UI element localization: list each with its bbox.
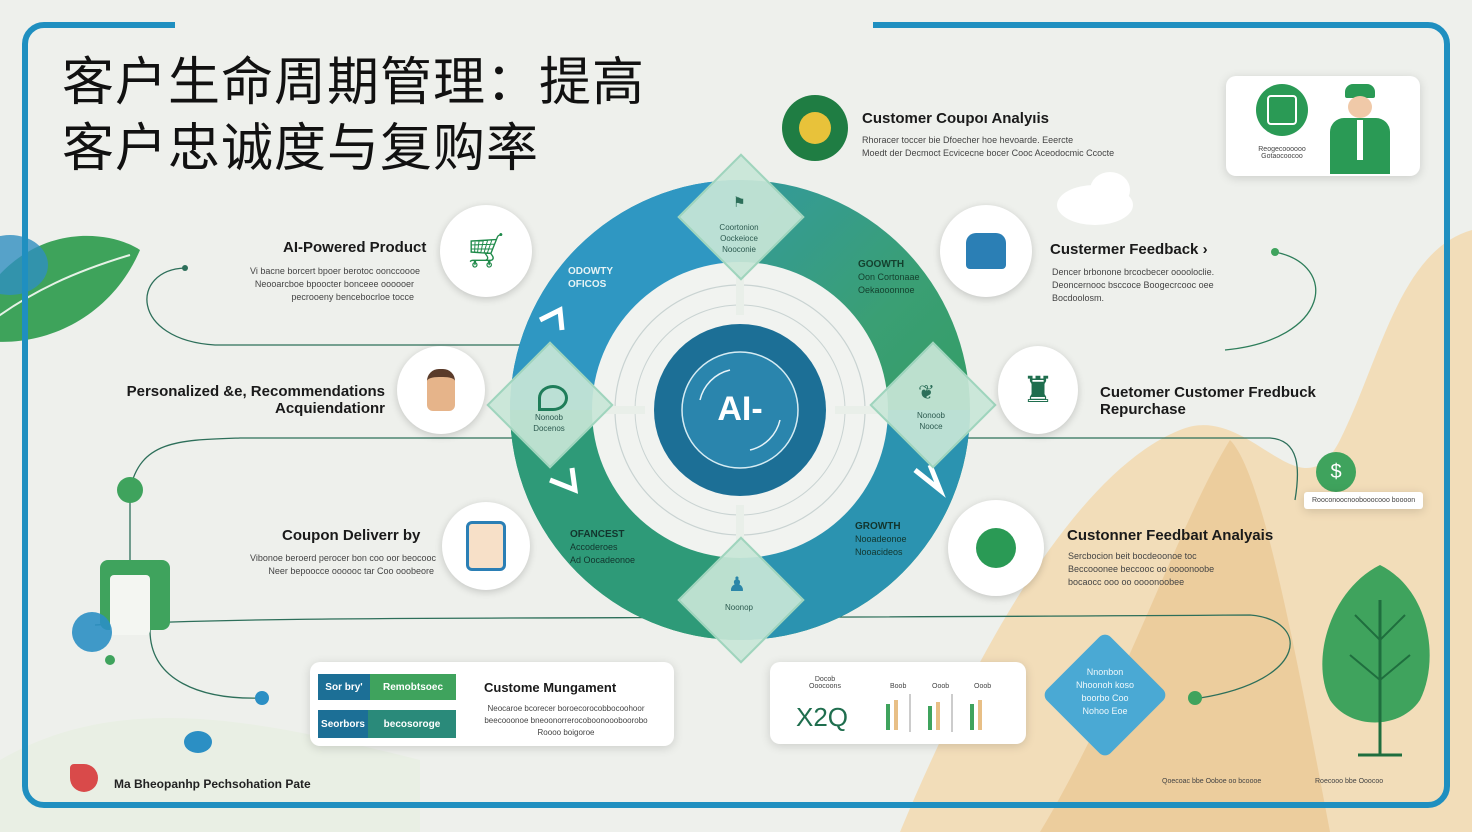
money-note: Rooconoocnoobooocooo boooon — [1304, 492, 1424, 509]
stats-bars — [886, 694, 982, 732]
footer-right-2: Roecooo bbe Ooocoo — [1315, 778, 1384, 785]
feedback-top-desc: Dencer brbonone brcocbecer ooooloclie.De… — [1052, 267, 1215, 303]
leaf-icon — [538, 385, 568, 411]
coupon-delivery-title: Coupon Deliverr by — [282, 527, 421, 544]
title-line-1: 客户生命周期管理：提高 — [62, 53, 646, 113]
flag-icon: ⚑ — [733, 194, 746, 210]
feedback-analysis-badge[interactable] — [948, 500, 1044, 596]
coupon-delivery-desc: Vibonoe beroerd perocer bon coo oor beoc… — [250, 553, 436, 576]
robot-icon: ♟ — [728, 574, 746, 596]
agent-figure — [1325, 84, 1395, 176]
stats-col-3: Ooob — [974, 683, 992, 690]
feedback-top-badge[interactable] — [940, 205, 1032, 297]
lifecycle-ring — [510, 180, 970, 640]
survey-icon — [976, 528, 1016, 568]
center-ai-label: AI- — [717, 390, 763, 428]
bag-icon — [966, 233, 1006, 269]
personalized-badge[interactable] — [397, 346, 485, 434]
stats-col-2: Ooob — [932, 683, 950, 690]
frame-gap-bottom — [140, 800, 740, 812]
coupon-analysis-desc: Rhoracer toccer bie Dfoecher hoe hevoard… — [862, 135, 1115, 158]
chart-icon — [1256, 84, 1308, 136]
footer-right-1: Qoecoac bbe Ooboe oo bcoooe — [1162, 778, 1262, 785]
coupon-analysis-icon — [782, 95, 848, 161]
stats-value: X2Q — [796, 702, 849, 732]
page-title: 客户生命周期管理：提高 客户忠诚度与复购率 — [62, 50, 645, 182]
management-tag-1[interactable]: Sor bry' Remobtsoec — [318, 674, 456, 700]
chess-piece-icon: ♜ — [1021, 369, 1055, 410]
repurchase-badge[interactable]: ♜ — [998, 346, 1078, 434]
tag-icon — [70, 764, 98, 792]
management-tag-2[interactable]: Seorbors becosoroge — [318, 710, 456, 738]
dollar-icon: $ — [1316, 452, 1356, 492]
shopping-cart-icon: 🛒︎ — [464, 232, 508, 270]
ai-product-title: AI-Powered Product — [283, 239, 427, 256]
ai-product-desc: Vi bacne borcert bpoer berotoc oonccoooe… — [250, 266, 420, 302]
ai-product-badge[interactable]: 🛒︎ — [440, 205, 532, 297]
frame-gap-top — [175, 18, 873, 32]
phone-icon — [466, 521, 506, 571]
footer-left-text: Ma Bheopanhp Pechsohation Pate — [114, 777, 311, 791]
title-line-2: 客户忠诚度与复购率 — [62, 119, 540, 179]
feedback-top-title: Custermer Feedback › — [1050, 241, 1208, 258]
coupon-analysis-title: Customer Coupoı Analyıis — [862, 110, 1049, 127]
feedback-analysis-title: Custonner Feedbaıt Analyais — [1067, 527, 1274, 544]
management-title: Custome Mungament — [484, 680, 617, 695]
person-icon — [427, 369, 455, 411]
coupon-delivery-badge[interactable] — [442, 502, 530, 590]
plant-icon: ❦ — [918, 382, 935, 404]
stats-col-1: Boob — [890, 683, 907, 690]
diamond-bottom-label: Noonop — [724, 603, 754, 612]
